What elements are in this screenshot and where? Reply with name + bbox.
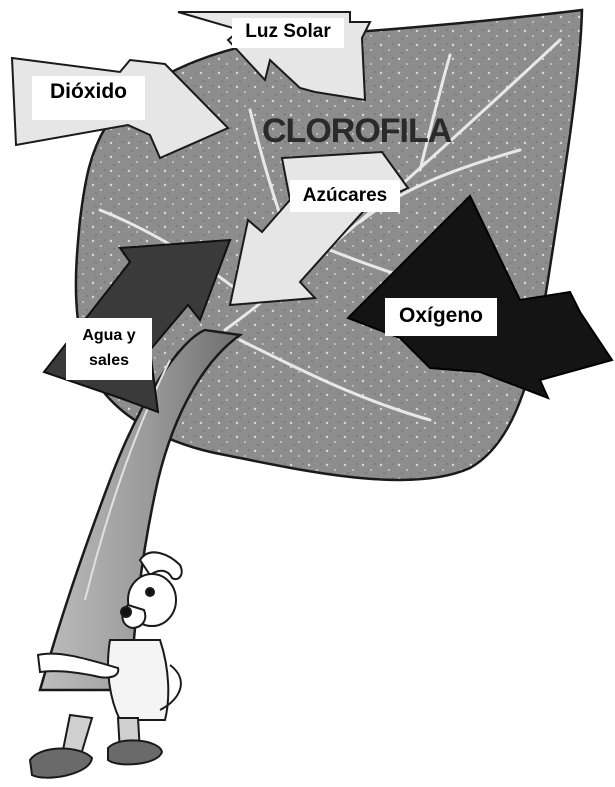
azucares-label: Azúcares — [290, 180, 400, 212]
dog-eye-icon — [146, 588, 154, 596]
oxigeno-label: Oxígeno — [385, 298, 497, 336]
dog-shoe-right-icon — [108, 740, 162, 764]
dog-body — [108, 640, 168, 720]
leaf-title: CLOROFILA — [262, 112, 452, 160]
dioxido-label: Dióxido — [32, 76, 145, 120]
luz-solar-label: Luz Solar — [232, 18, 344, 48]
agua-sales-label: Agua y sales — [66, 318, 152, 380]
dog-shoe-left-icon — [30, 748, 92, 777]
dog-nose-icon — [121, 607, 131, 617]
